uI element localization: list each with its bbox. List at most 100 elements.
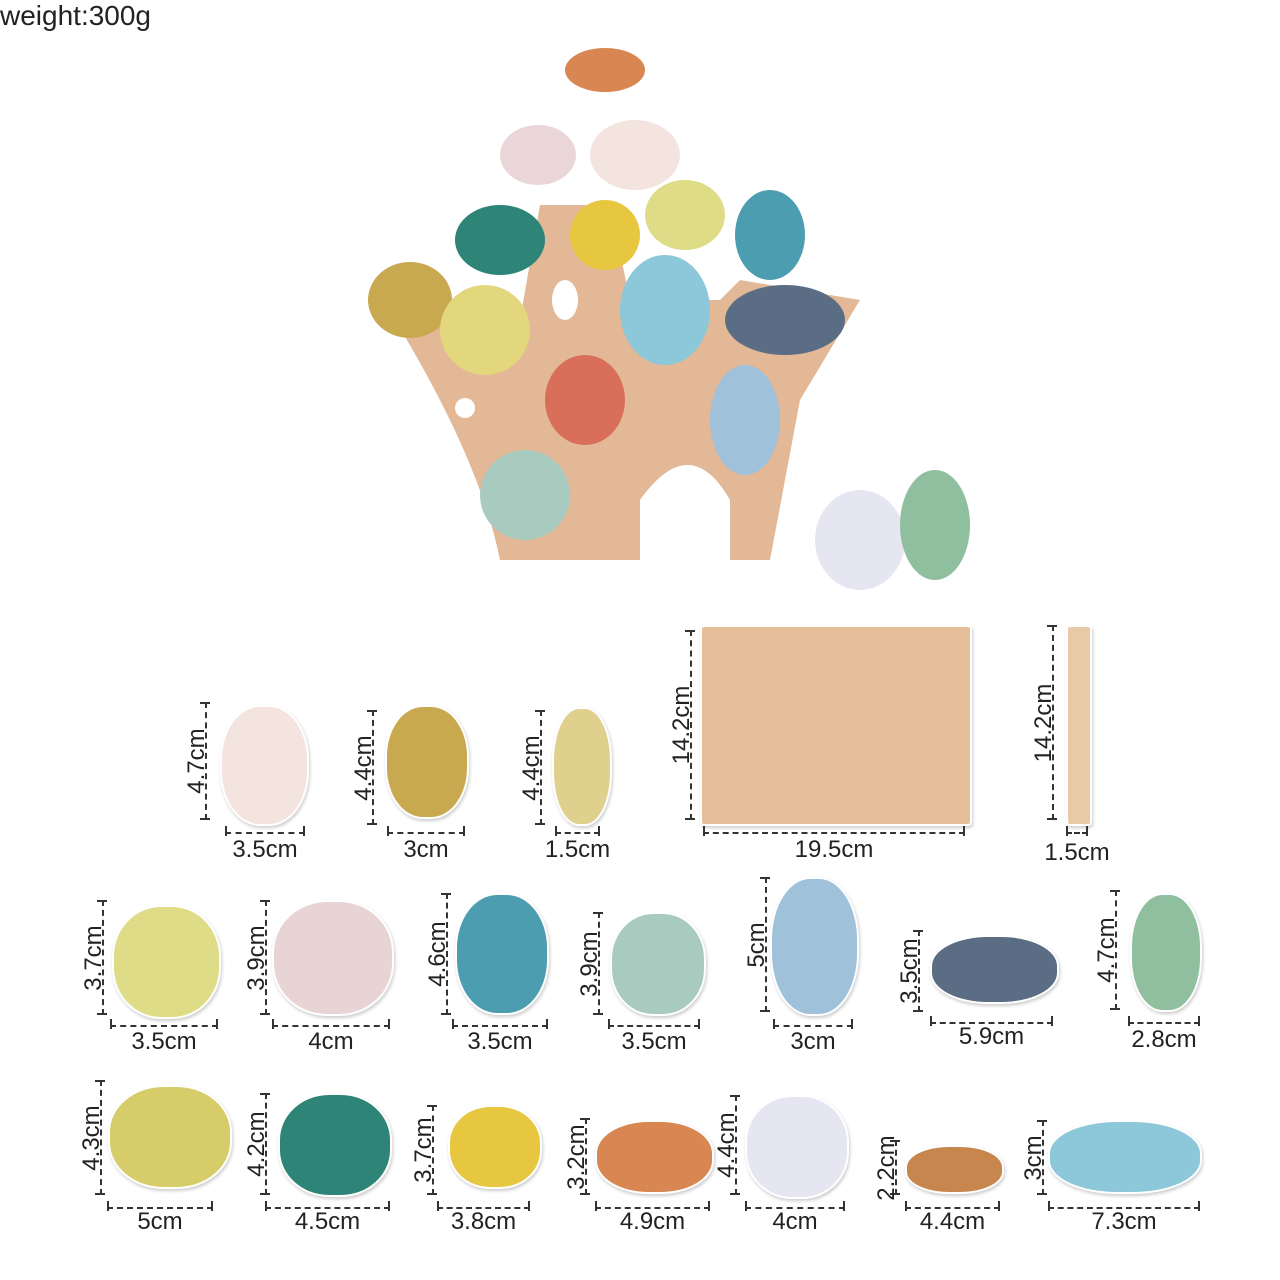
height-label: 4.4cm xyxy=(350,734,377,801)
height-dimension-line xyxy=(685,630,695,820)
width-label: 1.5cm xyxy=(544,836,611,863)
width-dimension-line xyxy=(437,1201,530,1211)
piece-starfish xyxy=(500,125,576,185)
width-label: 3.5cm xyxy=(232,836,298,863)
height-dimension-line xyxy=(535,710,545,825)
crab-piece xyxy=(595,1120,714,1194)
height-dimension-line xyxy=(760,877,770,1012)
width-label: 2.8cm xyxy=(1131,1026,1197,1053)
width-dimension-line xyxy=(225,826,305,836)
width-dimension-line xyxy=(703,826,965,836)
piece-seaweed xyxy=(900,470,970,580)
product-photo xyxy=(368,48,970,590)
wooden-base-piece xyxy=(700,625,972,826)
width-label: 3.5cm xyxy=(131,1028,197,1055)
width-dimension-line xyxy=(107,1201,213,1211)
width-dimension-line xyxy=(452,1019,548,1029)
piece-shell xyxy=(710,365,780,475)
width-dimension-line xyxy=(265,1201,390,1211)
width-label: 7.3cm xyxy=(1091,1208,1157,1235)
piece-octopus xyxy=(815,490,905,590)
height-label: 3cm xyxy=(1020,1134,1047,1181)
height-dimension-line xyxy=(427,1105,437,1195)
height-label: 3.9cm xyxy=(243,924,270,991)
height-label: 4.4cm xyxy=(518,734,545,801)
pink-coral-piece xyxy=(220,705,309,826)
height-dimension-line xyxy=(890,1140,900,1195)
height-label: 4.4cm xyxy=(713,1112,740,1178)
seahorse-piece xyxy=(455,893,549,1015)
height-dimension-line xyxy=(95,1080,105,1195)
side-piece-piece xyxy=(552,707,612,826)
weight-label: weight:300g xyxy=(0,0,152,31)
width-dimension-line xyxy=(595,1201,710,1211)
width-dimension-line xyxy=(608,1019,700,1029)
height-dimension-line xyxy=(913,930,923,1012)
height-label: 3.9cm xyxy=(576,930,603,997)
height-label: 5cm xyxy=(743,921,770,968)
width-dimension-line xyxy=(110,1019,218,1029)
height-dimension-line xyxy=(441,893,451,1015)
height-label: 3.7cm xyxy=(80,924,107,991)
hole xyxy=(455,398,475,418)
height-dimension-line xyxy=(730,1095,740,1195)
height-label: 3.2cm xyxy=(563,1123,590,1190)
pink-starfish-piece xyxy=(272,900,394,1016)
narwhal-piece xyxy=(1048,1120,1202,1194)
width-dimension-line xyxy=(555,826,600,836)
width-label: 19.5cm xyxy=(794,836,874,863)
piece-seahorse xyxy=(735,190,805,280)
coral-disc-piece xyxy=(610,912,706,1016)
striped-fish-piece xyxy=(448,1105,542,1189)
height-label: 4.2cm xyxy=(243,1111,270,1177)
width-label: 1.5cm xyxy=(1044,839,1110,866)
width-label: 4.4cm xyxy=(919,1208,986,1235)
width-dimension-line xyxy=(930,1016,1053,1026)
width-label: 4.9cm xyxy=(619,1208,686,1235)
piece-submarine xyxy=(440,285,530,375)
height-label: 2.2cm xyxy=(873,1134,900,1201)
width-label: 5.9cm xyxy=(958,1023,1025,1050)
shell-piece xyxy=(770,877,859,1016)
height-dimension-line xyxy=(367,710,377,825)
height-dimension-line xyxy=(260,900,270,1015)
piece-orange-fish xyxy=(545,355,625,445)
octopus-piece xyxy=(745,1095,849,1199)
piece-turtle xyxy=(455,205,545,275)
width-dimension-line xyxy=(1048,1201,1200,1211)
height-label: 3.5cm xyxy=(896,938,923,1004)
width-label: 4cm xyxy=(308,1028,354,1055)
seaweed-piece xyxy=(1130,893,1202,1012)
height-dimension-line xyxy=(1037,1120,1047,1195)
height-dimension-line xyxy=(97,900,107,1015)
height-dimension-line xyxy=(580,1118,590,1195)
height-dimension-line xyxy=(1110,890,1120,1010)
piece-whale xyxy=(725,285,845,355)
width-dimension-line xyxy=(387,826,465,836)
width-dimension-line xyxy=(1128,1016,1200,1026)
height-label: 4.7cm xyxy=(183,728,210,794)
submarine-piece xyxy=(108,1085,232,1189)
width-dimension-line xyxy=(745,1201,845,1211)
width-label: 3cm xyxy=(790,1028,836,1055)
piece-yellow-coral xyxy=(368,262,452,338)
width-label: 3cm xyxy=(403,836,449,863)
height-label: 3.7cm xyxy=(410,1117,437,1183)
whale-piece xyxy=(930,935,1059,1004)
height-label: 14.2cm xyxy=(668,685,695,765)
piece-coral xyxy=(590,120,680,190)
width-label: 3.8cm xyxy=(450,1208,517,1235)
turtle-piece xyxy=(278,1093,392,1197)
height-label: 4.7cm xyxy=(1093,917,1120,983)
width-dimension-line xyxy=(905,1201,1000,1211)
width-label: 5cm xyxy=(137,1208,183,1235)
piece-crab xyxy=(565,48,645,92)
yellow-coral-piece xyxy=(385,705,469,819)
width-label: 3.5cm xyxy=(467,1028,533,1055)
piece-starfish-yellow xyxy=(645,180,725,250)
small-fish-piece xyxy=(905,1145,1004,1194)
height-dimension-line xyxy=(1047,625,1057,820)
height-label: 14.2cm xyxy=(1030,683,1057,762)
width-dimension-line xyxy=(1066,826,1088,836)
wooden-stick-piece xyxy=(1066,625,1092,826)
